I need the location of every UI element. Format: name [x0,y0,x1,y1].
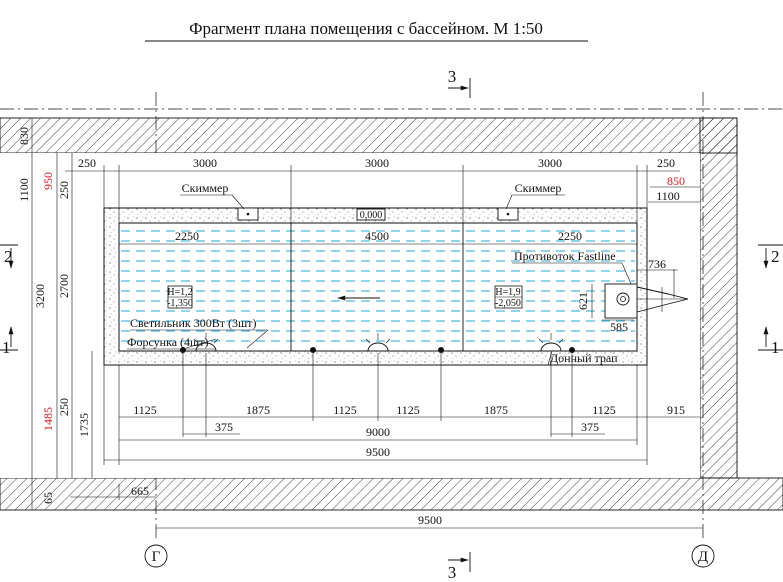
depth-tag-right: Н=1,9 -2,050 [494,285,523,309]
dim-left-3200: 3200 [33,284,47,308]
water-hatching [121,230,635,342]
dim-bottom-1125-d: 1125 [592,403,616,417]
section-mark-top: 3 [448,67,471,98]
top-dimension-chain: 250 3000 3000 3000 250 [65,156,680,224]
section-marks-right: 2 1 [758,244,783,357]
dim-left-2700: 2700 [57,274,71,298]
dim-top-3000-b: 3000 [365,156,389,170]
section-bottom-number: 3 [448,563,457,582]
wall-top [0,117,738,154]
depth-left-h: Н=1,2 [167,287,192,298]
dim-bottom-375-right: 375 [581,420,599,434]
pool-water [118,222,638,352]
dim-bottom-375-left: 375 [215,420,233,434]
cf-dim-621: 621 [576,292,590,310]
axis-d-label: Д [698,549,708,565]
axis-bubble-g: Г [144,544,168,568]
right-upper-dims: 850 1100 [648,174,700,203]
left-dimension-chain: 830 1100 3200 950 1485 250 2700 250 1735… [17,118,93,510]
dim-bottom-665: 665 [131,484,149,498]
cf-dim-736: 736 [648,257,666,271]
section-marks-left: 2 1 [0,244,18,357]
cf-dim-585: 585 [610,320,628,334]
dim-left-1735: 1735 [77,413,91,437]
skimmer-left-label: Скиммер [182,181,229,195]
axis-bubble-d: Д [691,544,715,568]
dim-left-830: 830 [17,127,31,145]
dim-bottom-9500-total: 9500 [418,513,442,527]
dim-top-250-right: 250 [657,156,675,170]
dim-bottom-1125-c: 1125 [396,403,420,417]
dim-left-65: 65 [41,492,55,504]
dim-top-3000-a: 3000 [193,156,217,170]
skimmer-right-label: Скиммер [515,181,562,195]
dim-bottom-915: 915 [667,403,685,417]
overall-dimension: 665 9500 [70,484,703,529]
section-mark-bottom: 3 [448,552,471,582]
wall-right [699,117,738,479]
depth-right-h: Н=1,9 [495,287,520,298]
nozzle-label: Форсунка (4шт) [127,335,209,349]
section-right-a: 2 [771,247,780,266]
dim-right-1100: 1100 [656,189,680,203]
dim-inner-2250-right: 2250 [558,229,582,243]
elevation-zero-tag [356,208,386,221]
dim-bottom-9500: 9500 [366,445,390,459]
pool-lights [193,333,564,352]
dim-left-950: 950 [41,172,55,190]
dim-left-250-top: 250 [57,181,71,199]
section-top-number: 3 [448,67,457,86]
drain-label: Донный трап [550,351,618,365]
section-right-b: 1 [771,338,780,357]
depth-tag-left: Н=1,2 -1,350 [167,285,193,309]
dim-right-850: 850 [667,174,685,188]
dim-bottom-1125-a: 1125 [133,403,157,417]
counterflow-unit: Противоток Fastline 736 621 585 [512,249,689,334]
drawing-title: Фрагмент плана помещения с бассейном. М … [189,19,543,38]
counterflow-label: Противоток Fastline [514,249,616,263]
dim-bottom-9000: 9000 [366,425,390,439]
dim-bottom-1125-b: 1125 [333,403,357,417]
dim-bottom-1875-a: 1875 [246,403,270,417]
depth-left-elev: -1,350 [167,298,193,309]
section-left-a: 2 [4,247,13,266]
bottom-dimension-chain: 1125 1875 1125 1125 1875 1125 915 375 37… [103,353,700,465]
section-left-b: 1 [2,338,11,357]
elevation-zero-text: 0,000 [360,210,383,221]
axis-g-label: Г [152,549,161,565]
dim-inner-2250-left: 2250 [175,229,199,243]
dim-inner-4500: 4500 [365,229,389,243]
wall-bottom [0,477,783,511]
inner-dimension-chain: 2250 4500 2250 [119,229,637,245]
light-label: Светильник 300Вт (3шт) [130,316,256,330]
dim-left-1485: 1485 [41,407,55,431]
pool-nozzles [180,347,575,353]
depth-right-elev: -2,050 [495,298,521,309]
dim-top-3000-c: 3000 [538,156,562,170]
dim-left-1100: 1100 [17,178,31,202]
dim-top-250-left: 250 [78,156,96,170]
dim-bottom-1875-b: 1875 [484,403,508,417]
dim-left-250-bot: 250 [57,398,71,416]
